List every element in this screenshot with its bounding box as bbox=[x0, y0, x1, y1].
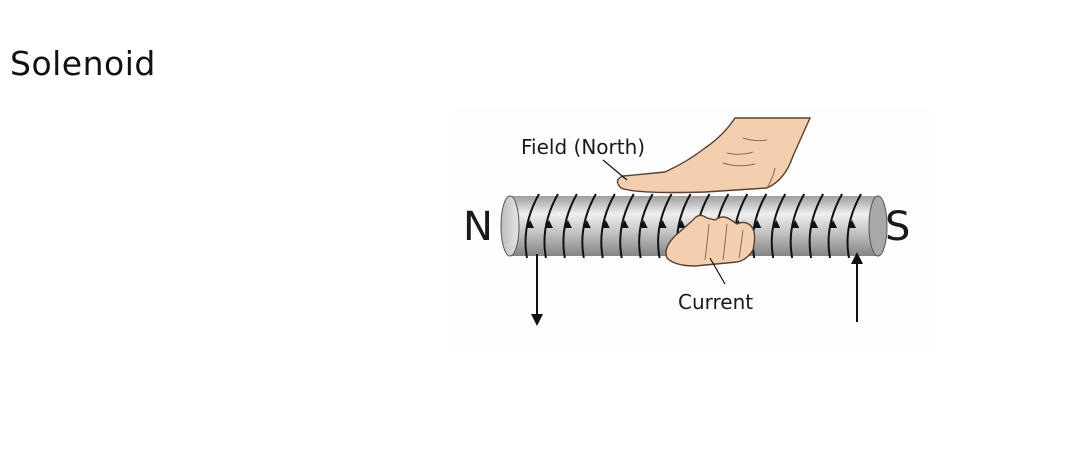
slide-title: Solenoid bbox=[10, 44, 156, 83]
north-pole-label: N bbox=[463, 204, 493, 250]
coil-current-arrow-icon bbox=[810, 220, 819, 228]
coil-current-arrow-icon bbox=[563, 220, 572, 228]
coil-current-arrow-icon bbox=[544, 220, 553, 228]
hand-thumb-icon bbox=[616, 117, 812, 194]
coil-current-arrow-icon bbox=[526, 220, 534, 228]
hand-fingers-icon bbox=[665, 214, 756, 267]
current-label: Current bbox=[678, 290, 753, 314]
south-pole-label: S bbox=[885, 204, 910, 250]
field-leader-line bbox=[602, 159, 628, 181]
coil-current-arrow-icon bbox=[620, 220, 629, 228]
coil-current-arrow-icon bbox=[677, 220, 686, 228]
coil-current-arrow-icon bbox=[601, 220, 610, 228]
coil-current-arrow-icon bbox=[772, 220, 781, 228]
coil-current-arrow-icon bbox=[639, 220, 648, 228]
coil-current-arrow-icon bbox=[848, 220, 856, 228]
solenoid-diagram: N S Field (North) Current bbox=[455, 108, 930, 353]
field-label: Field (North) bbox=[521, 135, 645, 159]
coil-current-arrow-icon bbox=[753, 220, 762, 228]
coil-current-arrow-icon bbox=[829, 220, 838, 228]
current-leader-line bbox=[709, 257, 726, 285]
coil-current-arrow-icon bbox=[791, 220, 800, 228]
coil-current-arrow-icon bbox=[658, 220, 667, 228]
rod-left-cap bbox=[500, 195, 520, 257]
rod-right-end bbox=[868, 195, 888, 257]
coil-current-arrow-icon bbox=[582, 220, 591, 228]
solenoid-figure: N S Field (North) Current bbox=[463, 117, 910, 326]
